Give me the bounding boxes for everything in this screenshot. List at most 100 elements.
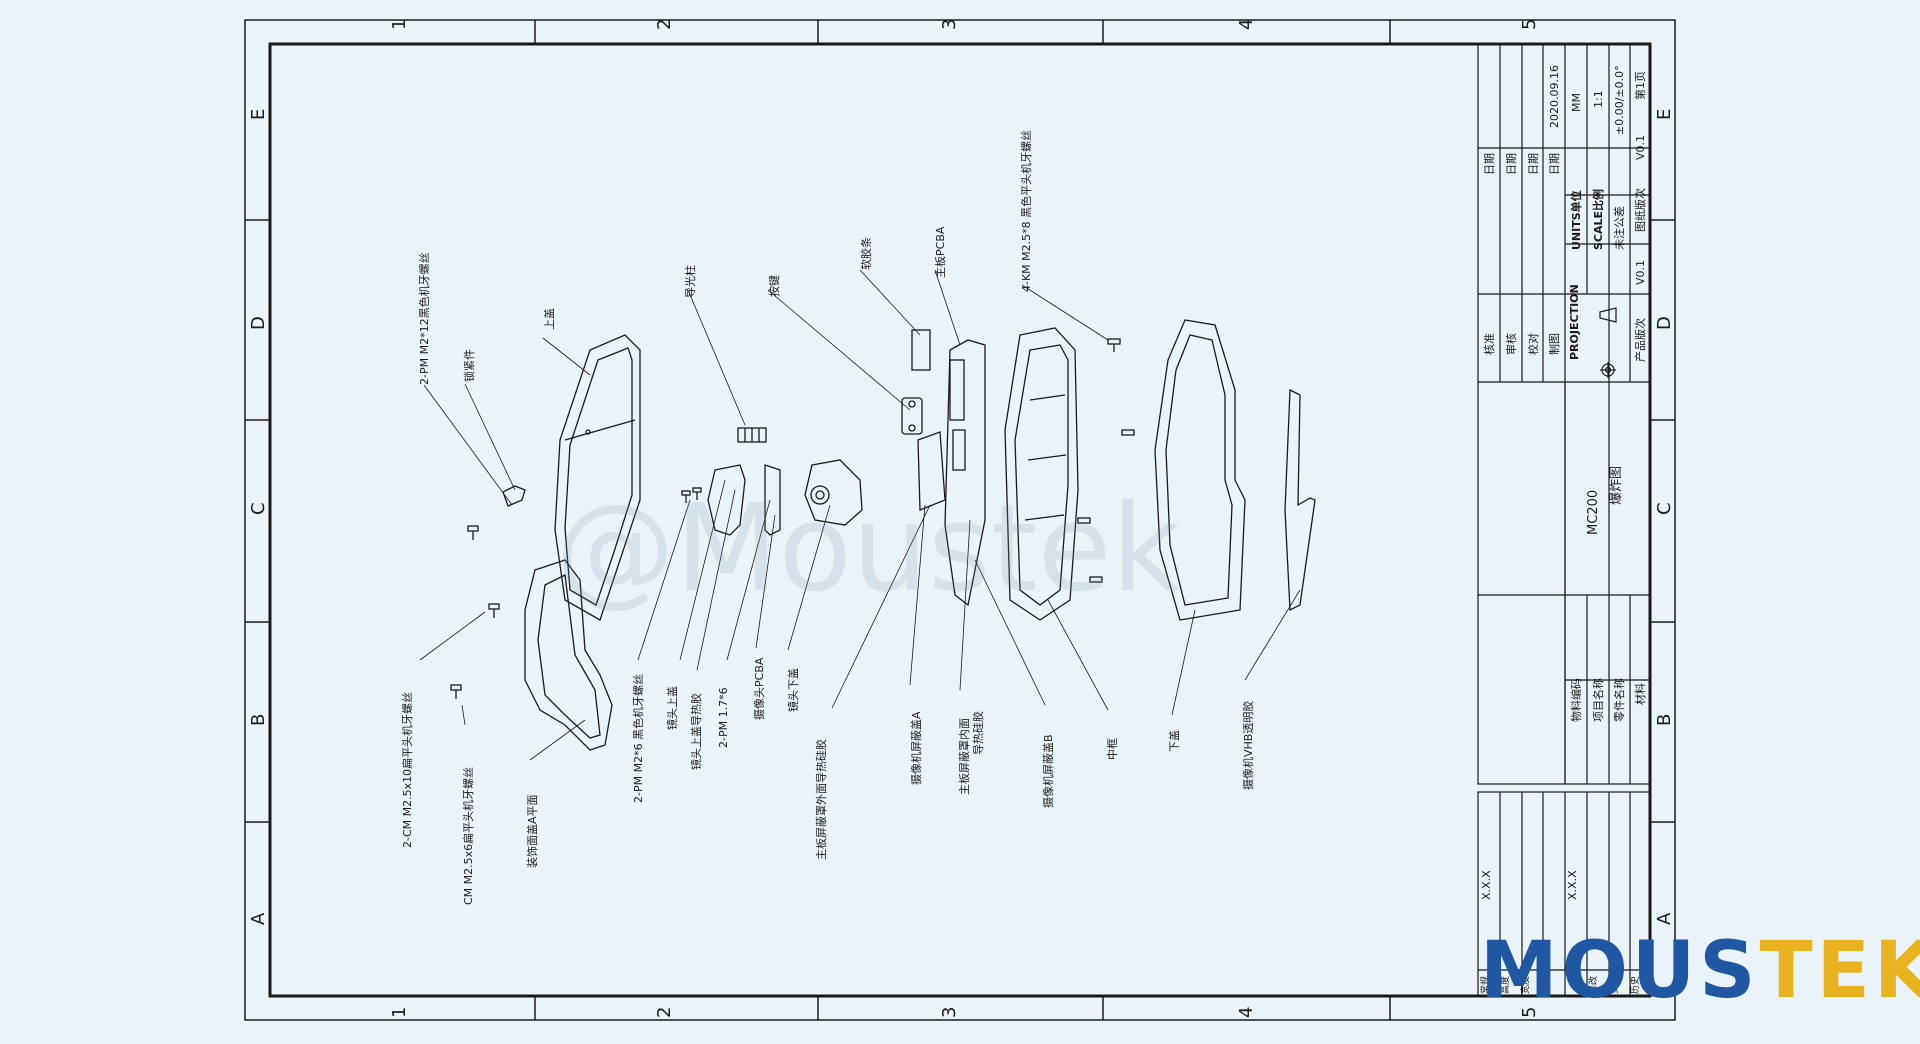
- soft-glue-part: [911, 329, 931, 371]
- role-review: 审核: [1504, 333, 1518, 355]
- row-label-left-E: E: [248, 109, 269, 120]
- role-approve: 核准: [1482, 333, 1496, 355]
- callout-soft-glue: 软胶条: [859, 237, 873, 270]
- tolerance-label: 未注公差: [1612, 206, 1626, 250]
- mid-frame-part: [1004, 327, 1079, 621]
- vhb-tape-part: [1284, 388, 1316, 612]
- callout-bottom-cover: 下盖: [1167, 730, 1181, 752]
- project-code: MC200: [1586, 490, 1601, 535]
- row-label-right-C: C: [1654, 502, 1675, 515]
- callout-shield-a: 摄像机屏蔽盖A: [909, 711, 923, 785]
- field-project-name: 项目名称: [1591, 678, 1605, 722]
- callout-camera-pcba: 摄像头PCBA: [752, 657, 766, 720]
- callout-main-pcba: 主板PCBA: [933, 226, 947, 278]
- callout-screw-m2x12: 2-PM M2*12黑色机牙螺丝: [417, 252, 431, 385]
- row-label-left-D: D: [248, 316, 269, 330]
- callout-screw-pm6: 2-PM M2*6 黑色机牙螺丝: [631, 674, 645, 803]
- callout-button: 按键: [767, 275, 781, 297]
- role-check: 校对: [1526, 333, 1540, 355]
- callout-pm-17: 2-PM 1.7*6: [717, 687, 730, 748]
- leader-lines: [419, 269, 1301, 761]
- page-label: 第1页: [1633, 71, 1647, 100]
- lock-part: [502, 485, 526, 507]
- callout-lens-bottom: 镜头下盖: [786, 668, 800, 712]
- callout-screw-km: 4-KM M2.5*8 黑色平头机牙螺丝: [1019, 130, 1033, 292]
- top-cover-part: [554, 334, 641, 621]
- rev-label-right-3: 历史: [1629, 976, 1641, 994]
- row-label-right-B: B: [1654, 714, 1675, 726]
- shield-a-part: [917, 431, 946, 511]
- callout-lock-part: 锁紧件: [462, 349, 476, 382]
- col-label-bottom-2: 2: [654, 1007, 675, 1018]
- drawing-version-value: V0.1: [1634, 135, 1647, 160]
- col-label-bottom-1: 1: [389, 1007, 410, 1018]
- bottom-cover-part: [1154, 319, 1246, 621]
- zone-ticks: [245, 20, 1675, 1020]
- projection-symbol: [1599, 307, 1617, 378]
- date-label-3: 日期: [1527, 153, 1540, 175]
- units-value: MM: [1570, 93, 1583, 112]
- callout-top-cover: 上盖: [542, 308, 556, 330]
- col-label-top-3: 3: [939, 19, 960, 30]
- units-label: UNITS单位: [1569, 190, 1583, 250]
- field-material-code: 物料编码: [1569, 678, 1583, 722]
- screws-left: [450, 487, 702, 699]
- date-label-4: 日期: [1548, 153, 1561, 175]
- camera-pcba-part: [764, 459, 863, 536]
- col-label-bottom-3: 3: [939, 1007, 960, 1018]
- product-version-value: V0.1: [1634, 260, 1647, 285]
- rev-placeholder-left: X.X.X: [1480, 870, 1493, 900]
- brand-logo-right: TEK: [1759, 926, 1920, 1016]
- scale-value: 1:1: [1592, 90, 1605, 108]
- row-label-right-E: E: [1654, 109, 1675, 120]
- screws-mid: [1077, 338, 1135, 583]
- scale-label: SCALE比例: [1591, 189, 1605, 250]
- projection-label: PROJECTION: [1568, 284, 1581, 360]
- col-label-top-1: 1: [389, 19, 410, 30]
- row-label-right-D: D: [1654, 316, 1675, 330]
- col-label-bottom-4: 4: [1236, 1007, 1257, 1018]
- rev-label-right-1: 修改: [1587, 976, 1599, 994]
- row-label-right-A: A: [1654, 912, 1675, 925]
- date-label-2: 日期: [1505, 153, 1518, 175]
- brand-logo: MOUSTEK: [1480, 926, 1920, 1016]
- light-guide-part: [737, 427, 767, 443]
- callout-vhb: 摄像机VHB透明胶: [1241, 701, 1255, 790]
- callout-lens-thermal: 镜头上盖导热胶: [689, 693, 703, 770]
- drawing-name: 爆炸图: [1609, 466, 1624, 505]
- callout-shield-b: 摄像机屏蔽盖B: [1041, 734, 1055, 808]
- rev-label-left-3: 宽度: [1519, 976, 1531, 994]
- drawing-version-label: 图纸版次: [1633, 188, 1647, 232]
- outer-frame: [244, 19, 1676, 1021]
- button-part: [901, 397, 923, 435]
- col-label-top-2: 2: [654, 19, 675, 30]
- title-block: [1477, 43, 1651, 997]
- callout-shield-inner-2: 导热硅胶: [971, 711, 985, 755]
- callout-screw-cm6: CM M2.5x6扁平头机牙螺丝: [461, 767, 475, 905]
- rev-placeholder-right: X.X.X: [1566, 870, 1579, 900]
- callout-screw-cm10: 2-CM M2.5x10扁平头机牙螺丝: [400, 692, 414, 848]
- brand-logo-left: MOUS: [1480, 926, 1760, 1016]
- rev-label-left-1: 常规: [1479, 976, 1491, 994]
- row-label-left-B: B: [248, 714, 269, 726]
- callout-shield-thermal: 主板屏蔽罩外面导热硅胶: [814, 739, 828, 860]
- rev-label-right-2: 变更: [1608, 976, 1620, 994]
- inner-frame: [268, 42, 1652, 998]
- callout-shield-inner: 主板屏蔽罩内面: [957, 718, 971, 795]
- rev-label-left-2: 高度: [1499, 976, 1511, 994]
- field-part-name: 零件名称: [1612, 678, 1626, 722]
- field-material: 材料: [1633, 683, 1647, 705]
- callout-deco-panel: 装饰面盖A平面: [525, 794, 539, 868]
- col-label-bottom-5: 5: [1519, 1007, 1540, 1018]
- rev-label-left-4: 尺寸: [1540, 976, 1552, 994]
- row-label-left-A: A: [248, 912, 269, 925]
- tolerance-value: ±0.00/±0.0°: [1613, 65, 1626, 135]
- row-label-left-C: C: [248, 502, 269, 515]
- deco-panel-part: [524, 559, 613, 751]
- role-draw: 制图: [1548, 333, 1561, 355]
- exploded-parts: [450, 319, 1316, 751]
- product-version-label: 产品版次: [1633, 318, 1647, 362]
- col-label-top-5: 5: [1519, 19, 1540, 30]
